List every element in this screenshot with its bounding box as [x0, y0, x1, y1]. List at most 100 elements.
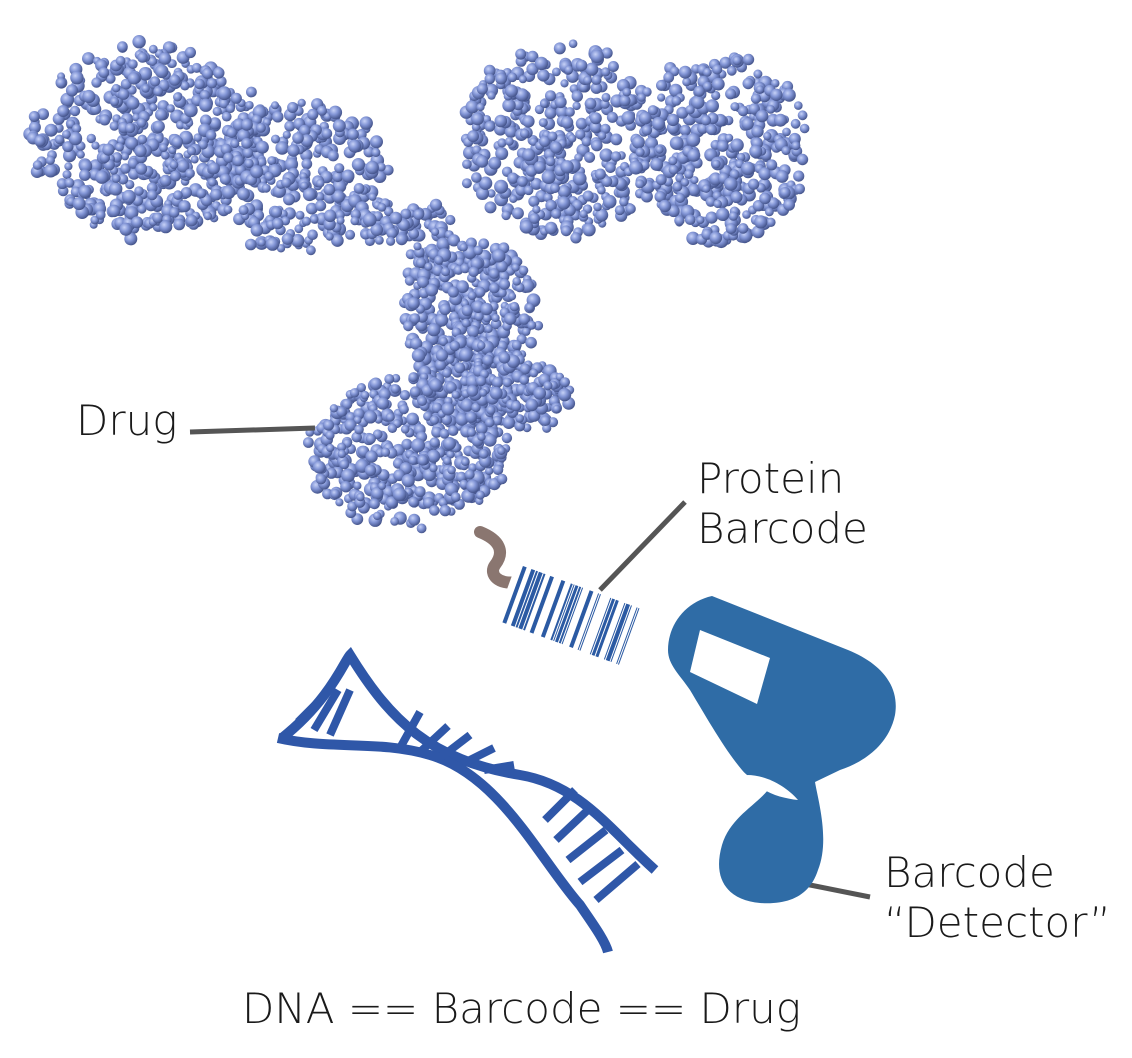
antibody-atom	[545, 156, 556, 167]
antibody-atom	[591, 139, 603, 152]
antibody-atom	[790, 118, 801, 129]
antibody-atom	[371, 148, 381, 157]
antibody-atom	[575, 129, 586, 140]
antibody-atom	[553, 42, 566, 55]
antibody-atom	[656, 79, 667, 91]
drug-label: Drug	[76, 396, 178, 445]
antibody-atom	[317, 105, 327, 116]
antibody-atom	[691, 95, 705, 110]
antibody-atom	[351, 158, 365, 172]
antibody-atom	[497, 138, 507, 148]
antibody-atom	[125, 136, 139, 150]
antibody-atom	[466, 385, 479, 397]
antibody-atom	[121, 189, 136, 204]
antibody-atom	[300, 181, 309, 190]
antibody-atom	[336, 216, 345, 225]
antibody-atom	[686, 132, 701, 147]
antibody-atom	[680, 178, 690, 187]
antibody-atom	[544, 107, 557, 119]
antibody-atom	[416, 523, 427, 534]
antibody-atom	[484, 417, 495, 428]
protein-barcode-label-line2: Barcode	[697, 503, 868, 553]
antibody-atom	[621, 111, 636, 125]
antibody-atom	[351, 431, 363, 443]
antibody-atom	[473, 245, 483, 256]
antibody-atom	[474, 311, 484, 322]
antibody-atom	[489, 386, 503, 400]
dna-rung	[460, 744, 496, 768]
antibody-atom	[478, 176, 493, 190]
antibody-atom	[476, 103, 485, 112]
antibody-atom	[700, 115, 712, 126]
antibody-atom	[651, 116, 666, 131]
antibody-atom	[121, 152, 129, 161]
antibody-atom	[354, 424, 364, 435]
dna-rung	[565, 826, 609, 864]
antibody-atom	[515, 184, 527, 196]
antibody-atom	[137, 134, 148, 145]
antibody-atom	[533, 320, 544, 331]
antibody-atom	[782, 88, 796, 102]
antibody-atom	[650, 157, 664, 171]
antibody-atom	[759, 192, 771, 205]
antibody-atom	[303, 437, 314, 448]
antibody-atom	[749, 144, 763, 158]
antibody-atom	[378, 481, 386, 490]
antibody-atom	[565, 107, 575, 117]
antibody-atom	[136, 118, 147, 128]
antibody-atom	[590, 82, 603, 94]
antibody-atom	[492, 464, 504, 476]
antibody-atom	[450, 492, 461, 502]
antibody-atom	[709, 231, 723, 245]
antibody-atom	[511, 207, 524, 220]
antibody-atom	[555, 105, 569, 119]
antibody-atom	[601, 67, 611, 77]
antibody-atom	[460, 398, 474, 412]
antibody-atom	[185, 168, 195, 179]
antibody-atom	[436, 237, 450, 251]
antibody-atom	[465, 100, 479, 114]
antibody-atom	[119, 222, 133, 236]
barcode-icon	[495, 561, 645, 669]
antibody-atom	[439, 336, 448, 346]
antibody-atom	[711, 77, 725, 91]
antibody-atom	[485, 466, 494, 476]
antibody-atom	[462, 489, 475, 503]
antibody-atom	[729, 169, 740, 180]
antibody-atom	[365, 160, 379, 175]
antibody-atom	[522, 148, 536, 162]
antibody-atom	[466, 427, 476, 437]
antibody-atom	[782, 127, 791, 137]
antibody-atom	[471, 112, 484, 126]
antibody-atom	[655, 145, 664, 154]
antibody-atom	[518, 75, 527, 84]
antibody-atom	[519, 128, 530, 139]
antibody-atom	[724, 177, 738, 191]
antibody-atom	[716, 140, 729, 152]
antibody-atom	[429, 378, 443, 392]
antibody-atom	[431, 402, 443, 414]
antibody-atom	[413, 242, 422, 251]
antibody-atom	[401, 438, 413, 450]
antibody-atom	[451, 390, 460, 399]
antibody-atom	[339, 459, 350, 470]
antibody-atom	[495, 72, 508, 85]
antibody-atom	[115, 142, 124, 152]
antibody-atom	[335, 498, 344, 507]
antibody-atom	[345, 229, 356, 240]
antibody-atom	[466, 479, 480, 493]
antibody-atom	[471, 402, 481, 413]
antibody-atom	[117, 41, 128, 53]
antibody-atom	[323, 209, 337, 223]
antibody-atom	[641, 124, 653, 136]
antibody-atom	[400, 425, 410, 434]
antibody-atom	[217, 86, 232, 101]
barcode-bar	[558, 586, 582, 644]
antibody-atom	[32, 160, 43, 170]
antibody-atom	[108, 204, 121, 218]
antibody-atom	[353, 183, 365, 194]
antibody-atom	[439, 303, 451, 316]
antibody-atom	[159, 174, 172, 187]
antibody-atom	[502, 98, 516, 113]
antibody-atom	[78, 185, 92, 198]
